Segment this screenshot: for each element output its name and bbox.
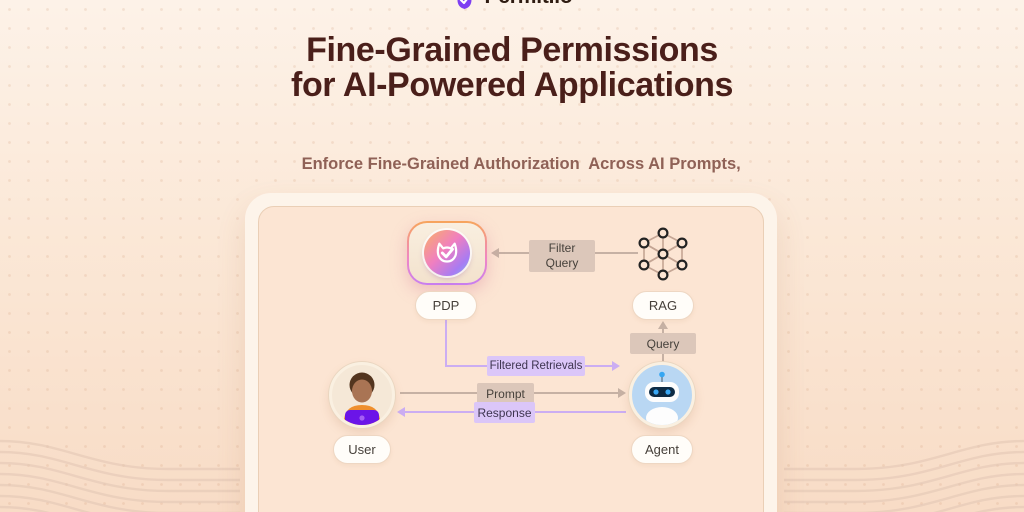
user-avatar — [329, 362, 395, 428]
user-node-label: User — [348, 442, 376, 457]
filter-query-label-line1: Filter — [548, 241, 576, 255]
query-label: Query — [630, 333, 696, 354]
prompt-label: Prompt — [477, 383, 534, 404]
response-label-text: Response — [477, 405, 532, 420]
agent-node-pill: Agent — [631, 435, 693, 464]
filtered-retrievals-label-text: Filtered Retrievals — [489, 360, 583, 372]
query-arrowhead — [658, 321, 668, 329]
page-title-line1: Fine-Grained Permissions — [306, 31, 718, 69]
filtered-retrievals-arrowhead — [612, 361, 620, 371]
filter-query-label: Filter Query — [529, 240, 595, 272]
pdp-node-label: PDP — [432, 298, 460, 313]
brand-logo: Permit.io — [451, 0, 573, 13]
agent-robot-avatar — [629, 362, 695, 428]
prompt-label-text: Prompt — [486, 386, 525, 401]
page-title-line2: for AI-Powered Applications — [291, 66, 733, 104]
filtered-retrievals-line-vertical — [445, 320, 447, 367]
permit-fox-badge-icon — [424, 230, 470, 276]
pdp-node-pill: PDP — [415, 291, 477, 320]
query-label-text: Query — [646, 336, 680, 351]
prompt-arrowhead — [618, 388, 626, 398]
filter-query-label-line2: Query — [545, 256, 579, 270]
rag-node-pill: RAG — [632, 291, 694, 320]
rag-node-label: RAG — [648, 298, 678, 313]
brand-name: Permit.io — [484, 0, 572, 9]
pdp-app-icon — [407, 221, 487, 285]
agent-node-label: Agent — [645, 442, 679, 457]
response-label: Response — [474, 402, 535, 423]
filtered-retrievals-label: Filtered Retrievals — [487, 356, 585, 376]
user-node-pill: User — [333, 435, 391, 464]
response-arrowhead — [397, 407, 405, 417]
diagram-panel — [245, 193, 777, 512]
filter-query-arrowhead — [491, 248, 499, 258]
page-title: Fine-Grained Permissions for AI-Powered … — [0, 33, 1024, 103]
permit-logo-icon — [457, 0, 472, 9]
page-subtitle-line1: Enforce Fine-Grained Authorization Acros… — [301, 155, 741, 173]
wave-lines-decoration-left — [0, 439, 240, 512]
pdp-app-icon-inner — [409, 223, 485, 283]
rag-network-icon — [638, 227, 688, 281]
wave-lines-decoration-right — [784, 439, 1024, 512]
